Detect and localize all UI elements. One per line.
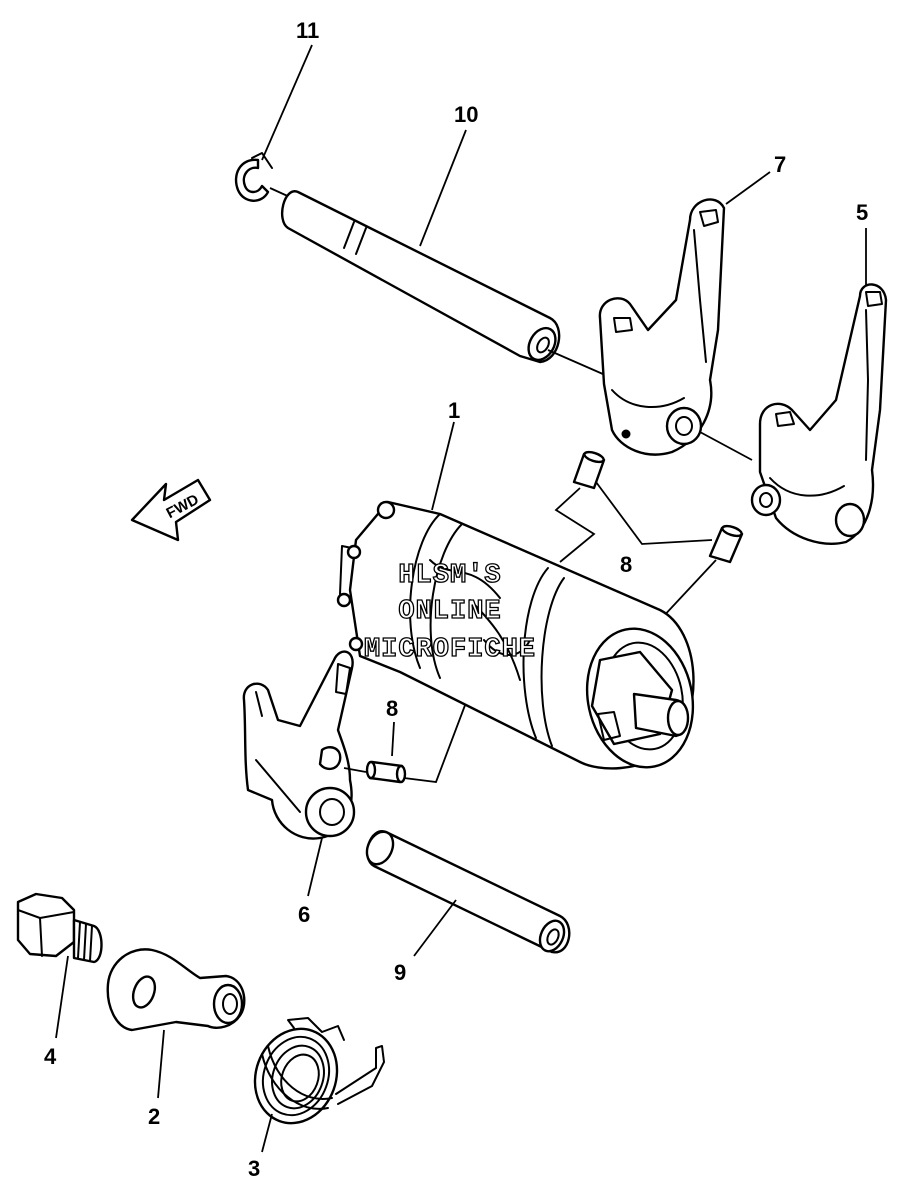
leader-1 — [431, 421, 455, 511]
callout-4: 4 — [44, 1044, 57, 1069]
leader-3 — [261, 1113, 273, 1153]
watermark-line-3: MICROFICHE — [364, 635, 536, 665]
part-1-shift-drum[interactable] — [336, 500, 705, 777]
leader-8-to-drum — [554, 487, 596, 563]
callout-7: 7 — [774, 152, 786, 177]
callout-9: 9 — [394, 960, 406, 985]
callout-8-upper: 8 — [620, 552, 632, 577]
callout-5: 5 — [856, 200, 868, 225]
part-8-guide-pin-lower[interactable] — [365, 760, 407, 784]
watermark-line-2: ONLINE — [398, 597, 501, 627]
watermark: HLSM'S ONLINE MICROFICHE — [363, 560, 536, 665]
part-2-stopper-lever[interactable] — [106, 948, 246, 1032]
callout-8-lower: 8 — [386, 696, 398, 721]
callout-11: 11 — [296, 18, 319, 43]
watermark-line-1: HLSM'S — [398, 561, 501, 591]
leader-8-bracket — [595, 481, 713, 545]
leader-10 — [419, 129, 467, 247]
part-8-guide-pin-right[interactable] — [708, 524, 744, 564]
leader-6-axis — [343, 767, 367, 773]
callout-10: 10 — [454, 102, 478, 127]
part-9-shift-fork-shaft[interactable] — [362, 828, 571, 956]
fwd-arrow: FWD — [130, 478, 212, 542]
part-6-shift-fork[interactable] — [242, 650, 356, 840]
leader-6 — [307, 837, 323, 897]
part-10-shift-fork-shaft[interactable] — [280, 190, 561, 364]
part-4-bolt[interactable] — [16, 892, 103, 964]
leader-8-lower-axis — [403, 691, 471, 783]
leader-11 — [261, 44, 313, 161]
callout-6: 6 — [298, 902, 310, 927]
leader-2 — [157, 1029, 165, 1099]
part-5-shift-fork[interactable] — [750, 283, 888, 545]
leader-8-lower — [391, 721, 395, 757]
leader-8-right — [659, 559, 717, 621]
callout-1: 1 — [448, 398, 460, 423]
part-11-circlip[interactable] — [234, 152, 273, 202]
leader-7 — [725, 171, 771, 205]
callout-2: 2 — [148, 1104, 160, 1129]
leader-10-axis — [547, 349, 613, 379]
part-7-shift-fork[interactable] — [598, 198, 726, 456]
part-3-torsion-spring[interactable] — [242, 1017, 385, 1135]
leader-7-axis — [699, 431, 753, 461]
leader-4 — [55, 955, 69, 1039]
callout-3: 3 — [248, 1156, 260, 1181]
part-8-guide-pin-upper[interactable] — [572, 450, 606, 490]
leader-9 — [413, 899, 457, 957]
